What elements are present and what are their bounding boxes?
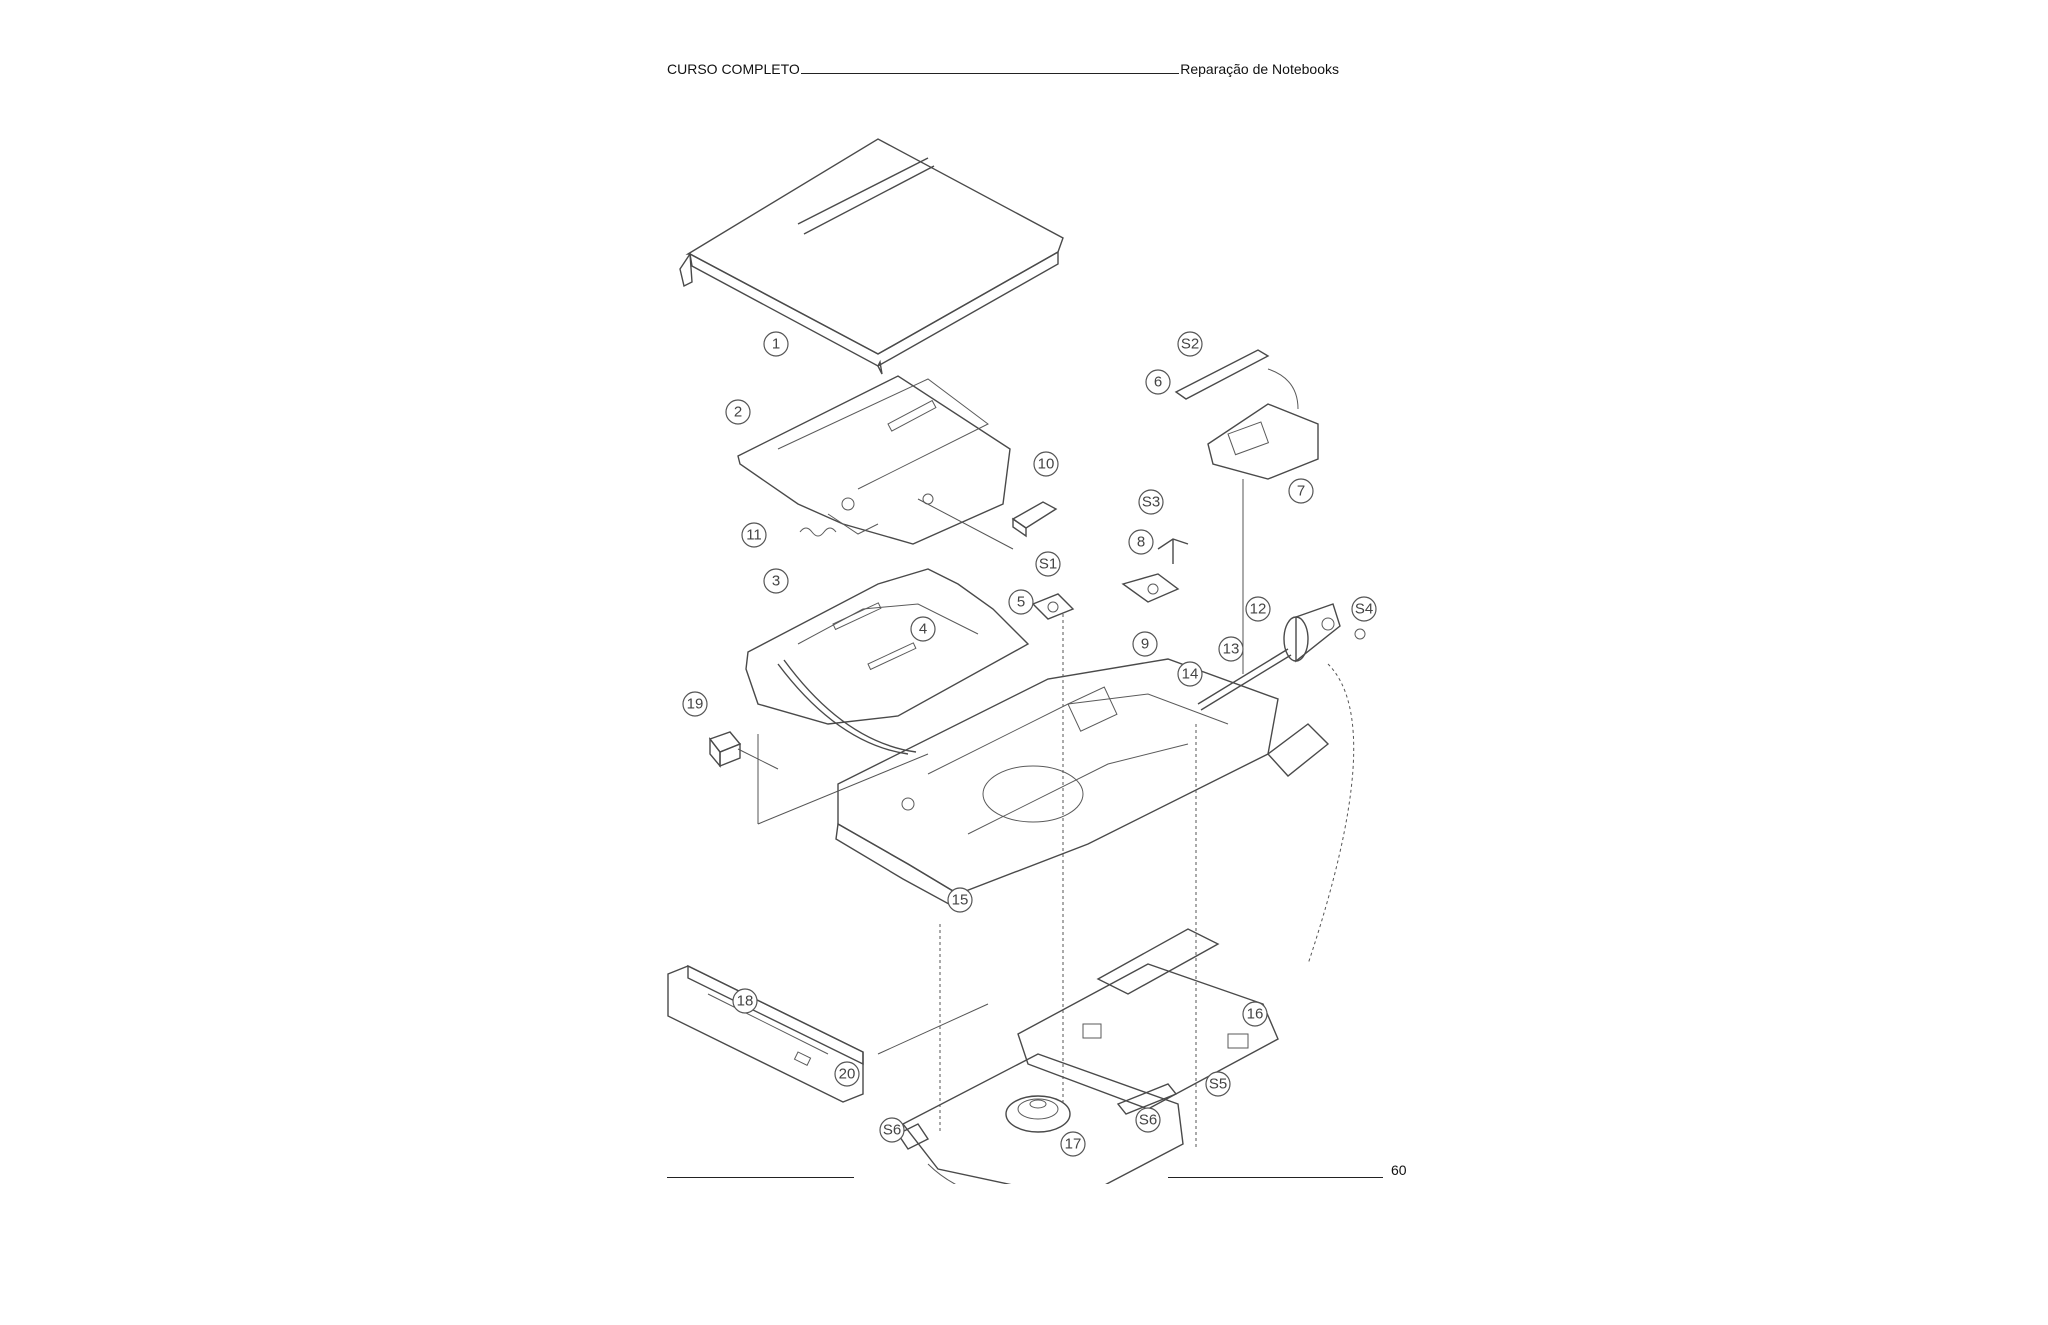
callout-s3: S3 (1138, 489, 1164, 515)
footer-rule-left (667, 1177, 854, 1178)
callout-1: 1 (763, 331, 789, 357)
exploded-diagram: 1 2 3 4 5 6 7 8 9 10 11 12 13 14 15 16 1… (667, 138, 1377, 1205)
footer-rule-right (1168, 1177, 1383, 1178)
callout-2: 2 (725, 399, 751, 425)
callout-13: 13 (1218, 636, 1244, 662)
callout-s1: S1 (1035, 551, 1061, 577)
part-block (708, 731, 742, 768)
svg-text:S5: S5 (1209, 1076, 1227, 1093)
part-upper-bracket (737, 375, 1011, 545)
callout-s5: S5 (1205, 1071, 1231, 1097)
part-head-bar (1174, 349, 1270, 400)
svg-text:17: 17 (1065, 1136, 1082, 1153)
svg-text:S6: S6 (883, 1122, 901, 1139)
assembly-guide-lines (737, 479, 1355, 1149)
callout-16: 16 (1242, 1001, 1268, 1027)
svg-text:S3: S3 (1142, 494, 1160, 511)
part-sliding-plate (745, 568, 1030, 755)
svg-text:20: 20 (839, 1066, 856, 1083)
svg-text:8: 8 (1137, 534, 1145, 551)
callout-3: 3 (763, 568, 789, 594)
callout-14: 14 (1177, 661, 1203, 687)
svg-text:3: 3 (772, 573, 780, 590)
header-rule (800, 60, 1180, 74)
page-header: CURSO COMPLETO Reparação de Notebooks (667, 60, 1339, 77)
part-front-bezel (667, 964, 864, 1103)
part-top-cover (679, 138, 1064, 375)
header-course-title: CURSO COMPLETO (667, 61, 800, 77)
svg-text:S6: S6 (1139, 1112, 1157, 1129)
svg-text:S2: S2 (1181, 336, 1199, 353)
callout-s6-left: S6 (879, 1117, 905, 1143)
part-lever-9 (1121, 573, 1180, 603)
svg-text:18: 18 (737, 993, 754, 1010)
callout-5: 5 (1008, 589, 1034, 615)
callout-s4: S4 (1351, 596, 1377, 622)
callout-7: 7 (1288, 478, 1314, 504)
svg-text:19: 19 (687, 696, 704, 713)
page-number: 60 (1391, 1162, 1407, 1178)
callout-18: 18 (732, 988, 758, 1014)
part-main-chassis (835, 658, 1330, 911)
header-book-title: Reparação de Notebooks (1180, 61, 1339, 77)
callout-17: 17 (1060, 1131, 1086, 1157)
svg-text:15: 15 (952, 892, 969, 909)
part-spring (799, 527, 837, 537)
svg-text:4: 4 (919, 621, 927, 638)
callout-6: 6 (1145, 369, 1171, 395)
callout-s6-right: S6 (1135, 1107, 1161, 1133)
callout-19: 19 (682, 691, 708, 717)
callout-4: 4 (910, 616, 936, 642)
svg-text:11: 11 (746, 527, 762, 544)
svg-text:16: 16 (1247, 1006, 1264, 1023)
svg-text:5: 5 (1017, 594, 1025, 611)
part-pcb (1017, 928, 1279, 1115)
callout-8: 8 (1128, 529, 1154, 555)
callout-20: 20 (834, 1061, 860, 1087)
part-motor (1197, 603, 1366, 711)
svg-text:9: 9 (1141, 636, 1149, 653)
callout-9: 9 (1132, 631, 1158, 657)
callout-10: 10 (1033, 451, 1059, 477)
callout-15: 15 (947, 887, 973, 913)
part-cam (1031, 593, 1075, 620)
callout-s2: S2 (1177, 331, 1203, 357)
svg-text:14: 14 (1182, 666, 1199, 683)
exploded-diagram-figure: 1 2 3 4 5 6 7 8 9 10 11 12 13 14 15 16 1… (628, 104, 1418, 1205)
svg-text:6: 6 (1154, 374, 1162, 391)
callout-11: 11 (741, 522, 767, 548)
part-latch (1011, 501, 1058, 538)
svg-text:10: 10 (1038, 456, 1055, 473)
callout-12: 12 (1245, 596, 1271, 622)
svg-text:1: 1 (772, 336, 780, 353)
svg-text:13: 13 (1223, 641, 1240, 658)
part-lever-8 (1157, 538, 1189, 564)
part-head-assembly (1207, 368, 1319, 480)
svg-text:2: 2 (734, 404, 742, 421)
svg-text:S1: S1 (1039, 556, 1057, 573)
svg-text:S4: S4 (1355, 601, 1373, 618)
svg-text:7: 7 (1297, 483, 1305, 500)
svg-text:12: 12 (1250, 601, 1267, 618)
